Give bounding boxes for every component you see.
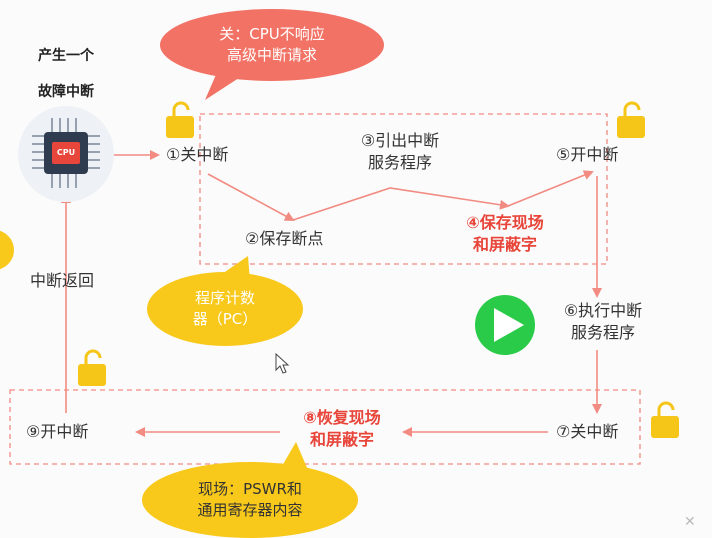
cpu-chip-icon: [18, 106, 114, 202]
step-3-line2: 服务程序: [367, 153, 432, 172]
arrow-save-context-to-open: [507, 170, 594, 207]
step-6-line1: ⑥执行中断: [563, 301, 643, 320]
padlock-icon: [617, 101, 645, 138]
interrupt-return-label: 中断返回: [30, 271, 95, 290]
offscreen-yellow-circle: [0, 230, 14, 270]
step-6-line2: 服务程序: [570, 323, 635, 342]
context-callout-line2: 通用寄存器内容: [197, 501, 303, 519]
cpu-chip-label: CPU: [56, 148, 76, 157]
pc-callout-text: 程序计数 器（PC）: [160, 288, 290, 330]
close-interrupt-callout-line1: 关：CPU不响应: [219, 25, 325, 43]
close-mark-icon: ✕: [684, 514, 696, 530]
step-8-restore-context: ⑧恢复现场 和屏蔽字: [280, 407, 404, 451]
step-8-line2: 和屏蔽字: [309, 430, 374, 449]
step-7-close-interrupt: ⑦关中断: [556, 422, 619, 441]
arrow-close-to-save-breakpoint: [207, 173, 295, 221]
padlock-icon: [78, 349, 106, 386]
close-interrupt-callout-text: 关：CPU不响应 高级中断请求: [170, 24, 374, 66]
step-4-line1: ④保存现场: [466, 213, 544, 232]
context-callout-line1: 现场：PSWR和: [198, 480, 302, 498]
close-interrupt-callout-bubble: [160, 9, 384, 100]
step-4-line2: 和屏蔽字: [472, 235, 537, 254]
pc-callout-line2: 器（PC）: [192, 310, 258, 328]
fault-source-title: 产生一个 故障中断: [14, 46, 118, 102]
pc-callout-line1: 程序计数: [194, 289, 255, 307]
padlock-icon: [166, 101, 194, 138]
context-callout-bubble: [142, 442, 358, 538]
fault-source-line2: 故障中断: [38, 84, 94, 100]
save-context-group-box: [199, 113, 608, 265]
step-4-save-context: ④保存现场 和屏蔽字: [445, 212, 565, 256]
step-2-save-breakpoint: ②保存断点: [245, 229, 324, 248]
play-icon[interactable]: [475, 295, 535, 355]
fault-source-line1: 产生一个: [38, 48, 94, 64]
pc-callout-bubble: [147, 256, 303, 346]
step-8-line1: ⑧恢复现场: [303, 408, 381, 427]
step-5-open-interrupt: ⑤开中断: [556, 145, 619, 164]
arrow-breakpoint-to-save-context: [292, 187, 510, 221]
step-3-line1: ③引出中断: [360, 131, 440, 150]
mouse-cursor-icon: [275, 352, 290, 374]
padlock-icon: [651, 401, 679, 438]
close-interrupt-callout-line2: 高级中断请求: [226, 46, 317, 64]
restore-context-group-box: [9, 389, 641, 465]
step-3-invoke-service: ③引出中断 服务程序: [345, 130, 455, 174]
step-9-open-interrupt: ⑨开中断: [26, 422, 89, 441]
step-1-close-interrupt: ①关中断: [166, 145, 229, 164]
step-6-execute-service: ⑥执行中断 服务程序: [540, 300, 666, 344]
context-callout-text: 现场：PSWR和 通用寄存器内容: [160, 479, 340, 521]
